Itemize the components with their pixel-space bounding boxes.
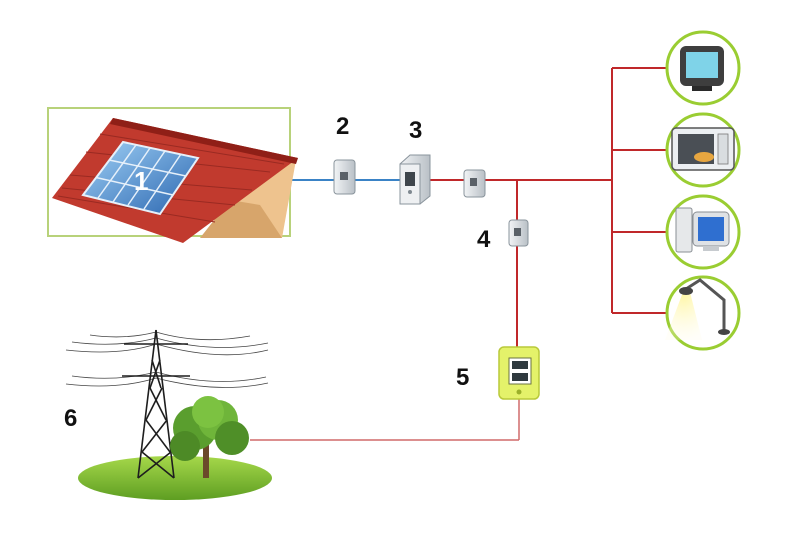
label-meter: 5 — [456, 364, 470, 391]
label-dc-isolator: 2 — [336, 113, 350, 140]
desk-lamp-icon — [665, 275, 741, 351]
wiring — [250, 67, 668, 441]
ac-switch-box — [463, 169, 486, 198]
label-inverter: 3 — [409, 117, 423, 144]
label-ac-isolator: 4 — [477, 226, 491, 253]
microwave-oven-icon — [665, 112, 741, 188]
computer-icon — [665, 194, 741, 270]
dc-isolator-box — [333, 159, 356, 195]
power-grid-illustration — [65, 329, 272, 500]
ac-isolator-box — [508, 219, 529, 247]
inverter-box — [399, 154, 431, 205]
label-grid: 6 — [64, 405, 78, 432]
solar-roof-illustration — [47, 107, 298, 243]
tv-icon — [665, 30, 741, 106]
electricity-meter — [498, 346, 540, 400]
ground-island — [78, 456, 272, 500]
label-solar-array: 1 — [134, 166, 148, 196]
